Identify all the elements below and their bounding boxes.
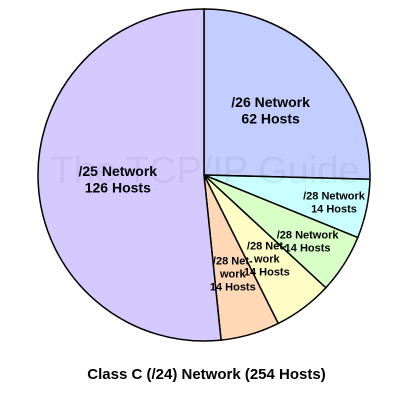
slice-label-line: work bbox=[219, 269, 247, 281]
slice-label-line: work bbox=[253, 254, 281, 266]
pie-slice-1 bbox=[203, 8, 371, 181]
slice-label-line: 14 Hosts bbox=[285, 242, 331, 254]
watermark-text: The TCP/IP Guide bbox=[50, 150, 359, 192]
slice-label-line: 126 Hosts bbox=[85, 180, 151, 196]
slice-label-line: /28 Net- bbox=[247, 241, 287, 253]
slice-label-line: 14 Hosts bbox=[244, 267, 290, 279]
slice-label-line: 14 Hosts bbox=[311, 204, 357, 216]
slice-label-line: /28 Network bbox=[303, 191, 366, 203]
slice-label-line: /28 Network bbox=[277, 229, 340, 241]
slice-label-line: 14 Hosts bbox=[210, 282, 256, 294]
slice-label-line: /26 Network bbox=[231, 94, 310, 110]
chart-caption: Class C (/24) Network (254 Hosts) bbox=[87, 366, 326, 383]
pie-slices bbox=[37, 8, 371, 342]
slice-label-line: /25 Network bbox=[79, 163, 158, 179]
watermark: The TCP/IP Guide bbox=[50, 150, 359, 192]
slice-label-line: 62 Hosts bbox=[241, 110, 300, 126]
pie-slice-6 bbox=[37, 8, 222, 342]
slice-label-line: /28 Net- bbox=[213, 256, 253, 268]
